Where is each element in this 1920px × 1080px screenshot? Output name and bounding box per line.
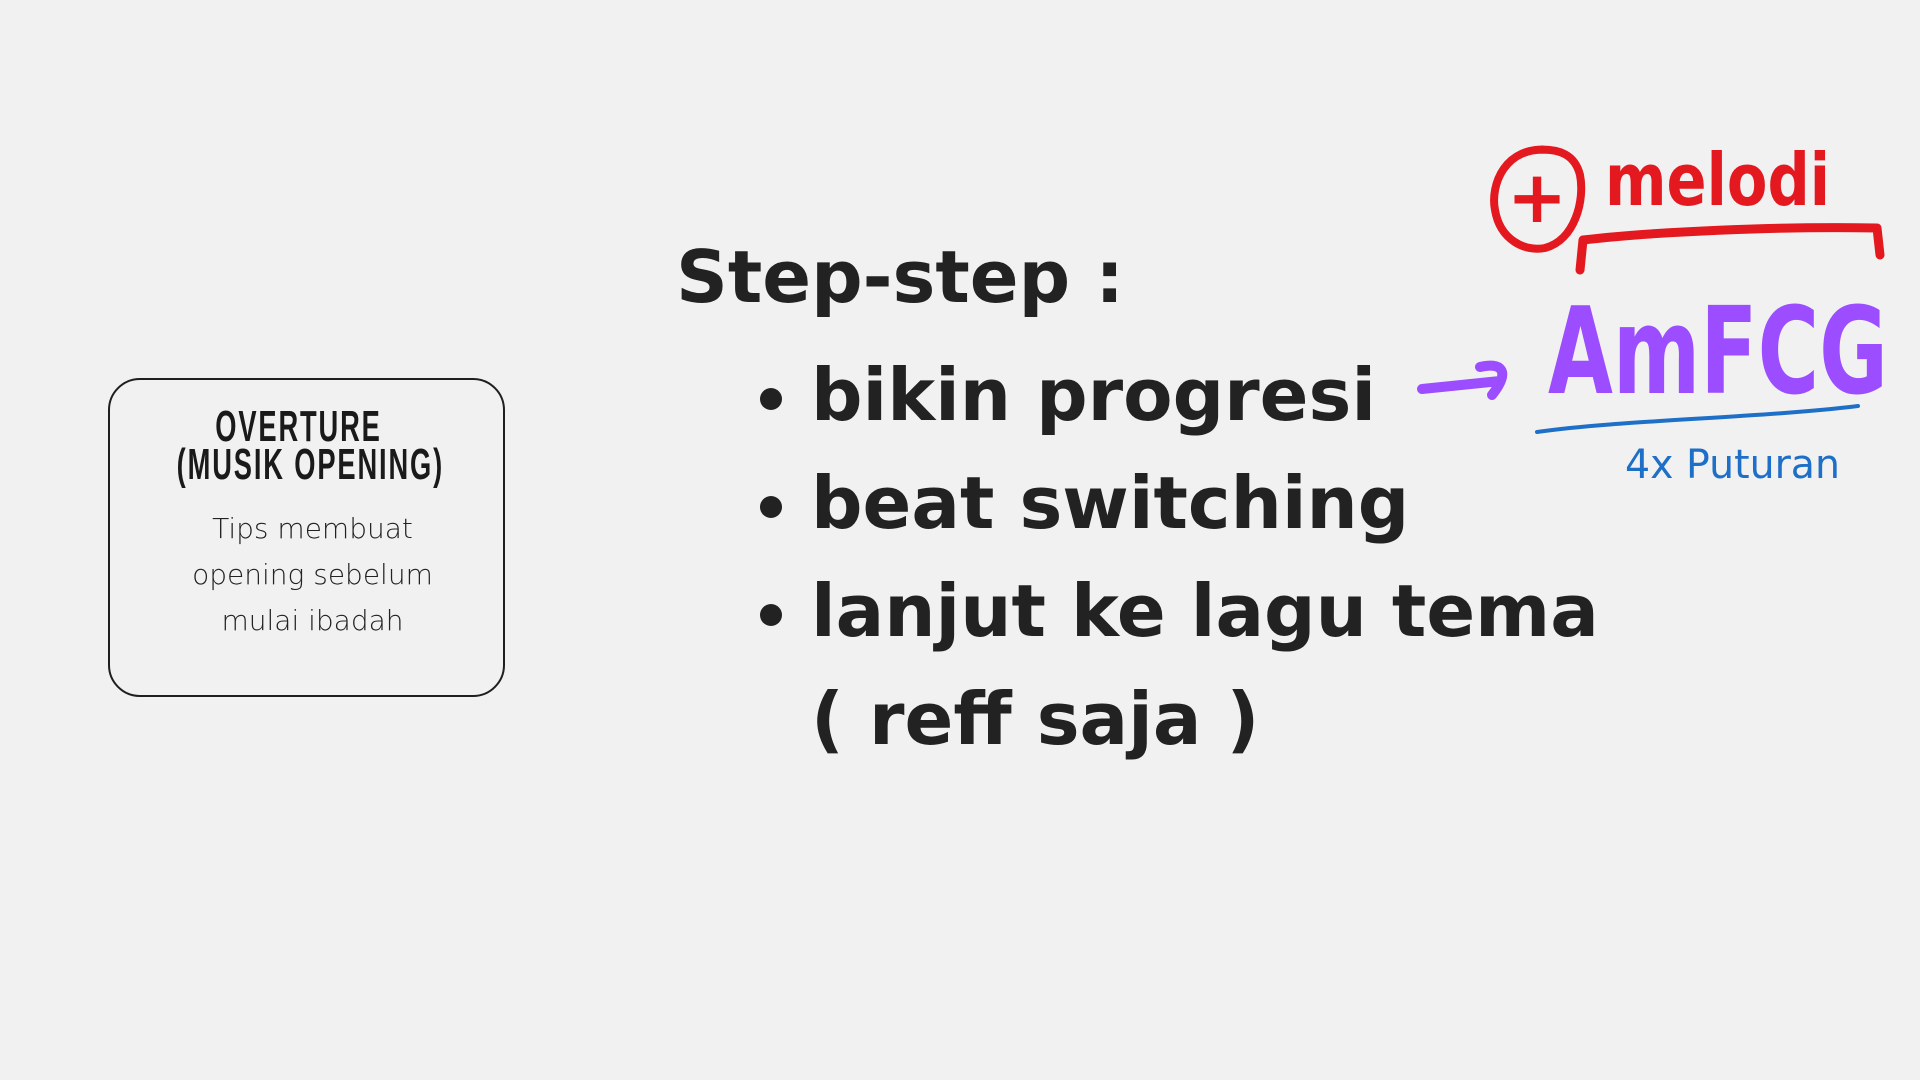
bullet-icon (760, 496, 782, 518)
list-item-text: ( reff saja ) (811, 677, 1260, 761)
bracket-icon (1575, 223, 1885, 275)
card-description-line: mulai ibadah (221, 604, 404, 637)
list-item-continuation: ( reff saja ) (760, 665, 1599, 773)
list-item-text: beat switching (811, 461, 1410, 545)
steps-list: bikin progresi beat switching lanjut ke … (760, 341, 1599, 773)
bullet-icon (760, 604, 782, 626)
card-title-line: OVERTURE (215, 402, 382, 451)
card-description-line: Tips membuat (212, 512, 413, 545)
bullet-icon (760, 388, 782, 410)
underline (1535, 404, 1860, 434)
section-card: OVERTURE (MUSIK OPENING) Tips membuat op… (108, 378, 505, 697)
melodi-note: melodi (1605, 138, 1830, 222)
card-description: Tips membuat opening sebelum mulai ibada… (116, 506, 509, 644)
list-item: bikin progresi (760, 341, 1599, 449)
steps-heading: Step-step : (676, 235, 1125, 319)
card-title: OVERTURE (MUSIK OPENING) (176, 402, 445, 489)
repeat-note: 4x Puturan (1625, 442, 1840, 488)
arrow-icon (1417, 360, 1508, 400)
list-item-text: bikin progresi (811, 353, 1377, 437)
chord-progression: AmFCG (1548, 283, 1888, 422)
plus-circle-icon: + (1490, 145, 1586, 253)
list-item: beat switching (760, 449, 1599, 557)
card-title-line: (MUSIK OPENING) (176, 440, 445, 489)
plus-symbol: + (1507, 155, 1567, 239)
card-description-line: opening sebelum (192, 558, 433, 591)
list-item: lanjut ke lagu tema (760, 557, 1599, 665)
list-item-text: lanjut ke lagu tema (811, 569, 1599, 653)
